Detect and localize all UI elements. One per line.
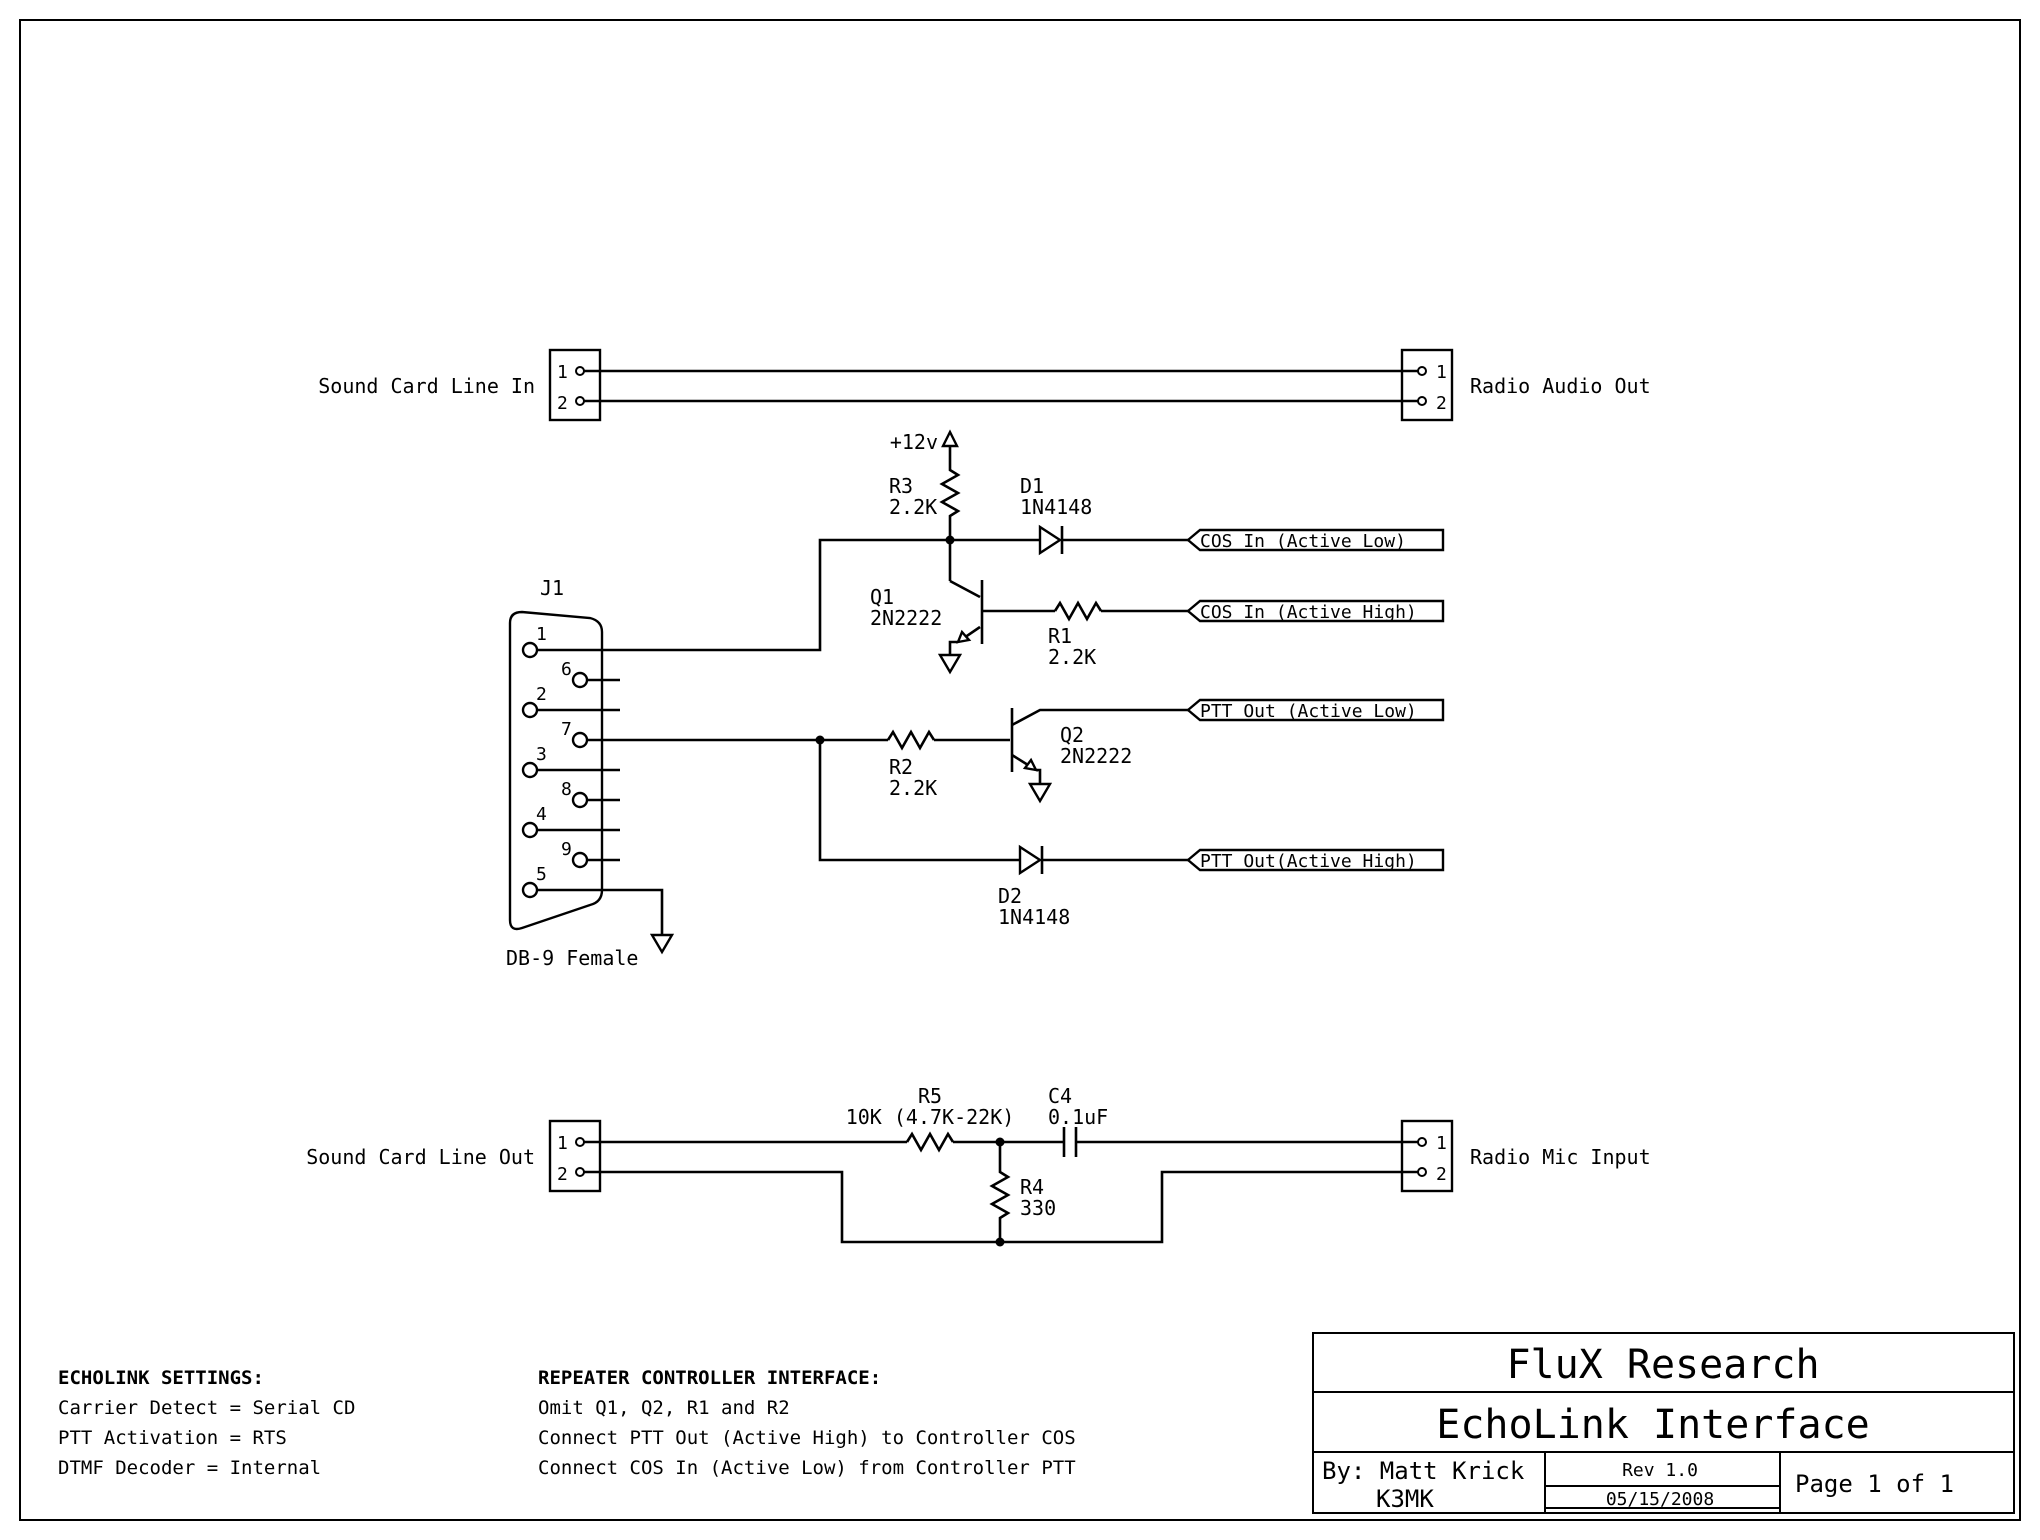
d2-diode-body bbox=[1018, 844, 1043, 876]
r2-ref: R2 bbox=[889, 755, 913, 779]
port-cos-low-label: COS In (Active Low) bbox=[1200, 531, 1406, 552]
audio-out-connector: 1 2 bbox=[1400, 348, 1454, 422]
repeater-line-3: Connect COS In (Active Low) from Control… bbox=[538, 1457, 1076, 1479]
audio-out-pin2-label: 2 bbox=[1436, 393, 1447, 414]
q2-emitter-arrow bbox=[1022, 757, 1039, 772]
port-cos-high: COS In (Active High) bbox=[1186, 599, 1445, 623]
c4-ref: C4 bbox=[1048, 1084, 1072, 1108]
db9-label: DB-9 Female bbox=[506, 946, 638, 970]
q2-value: 2N2222 bbox=[1060, 744, 1132, 768]
author: By: Matt Krick bbox=[1322, 1457, 1525, 1485]
q1-value: 2N2222 bbox=[870, 606, 942, 630]
db9-ref: J1 bbox=[540, 576, 564, 600]
r1-value: 2.2K bbox=[1048, 645, 1096, 669]
sheet-border bbox=[19, 19, 2021, 1521]
repeater-notes: REPEATER CONTROLLER INTERFACE: Omit Q1, … bbox=[538, 1367, 1076, 1479]
line-in-pin2-label: 2 bbox=[557, 393, 568, 414]
line-out-pin2-label: 2 bbox=[557, 1164, 568, 1185]
db9-leads bbox=[537, 648, 620, 892]
audio-out-pin1-label: 1 bbox=[1436, 362, 1447, 383]
line-in-connector: 1 2 bbox=[548, 348, 602, 422]
audio-out-label: Radio Audio Out bbox=[1470, 374, 1651, 398]
drawing-title: EchoLink Interface bbox=[1436, 1402, 1869, 1448]
r5-value: 10K (4.7K-22K) bbox=[846, 1105, 1015, 1129]
d1-diode-body bbox=[1038, 524, 1063, 556]
c4-value: 0.1uF bbox=[1048, 1105, 1108, 1129]
r3-value: 2.2K bbox=[889, 495, 937, 519]
port-cos-low: COS In (Active Low) bbox=[1186, 528, 1445, 552]
date: 05/15/2008 bbox=[1606, 1489, 1714, 1510]
echolink-settings-notes: ECHOLINK SETTINGS: Carrier Detect = Seri… bbox=[58, 1367, 355, 1479]
q2-emitter-wire bbox=[1036, 768, 1042, 784]
d1-ref: D1 bbox=[1020, 474, 1044, 498]
db9-pin2: 2 bbox=[536, 684, 547, 705]
q2-ref: Q2 bbox=[1060, 723, 1084, 747]
r3-resistor bbox=[939, 458, 961, 540]
revision: Rev 1.0 bbox=[1622, 1460, 1698, 1481]
echolink-heading: ECHOLINK SETTINGS: bbox=[58, 1367, 264, 1389]
mic-in-pin1-label: 1 bbox=[1436, 1133, 1447, 1154]
line-in-label: Sound Card Line In bbox=[318, 374, 535, 398]
port-ptt-low-label: PTT Out (Active Low) bbox=[1200, 701, 1417, 722]
q1-ref: Q1 bbox=[870, 585, 894, 609]
mic-in-label: Radio Mic Input bbox=[1470, 1145, 1651, 1169]
callsign: K3MK bbox=[1376, 1485, 1434, 1513]
d2-ref: D2 bbox=[998, 884, 1022, 908]
db9-pin9: 9 bbox=[561, 839, 572, 860]
echolink-line-3: DTMF Decoder = Internal bbox=[58, 1457, 321, 1479]
db9-pin6: 6 bbox=[561, 659, 572, 680]
q1-emitter-arrow bbox=[956, 629, 972, 644]
r3-ref: R3 bbox=[889, 474, 913, 498]
q2-collector-wire bbox=[1011, 708, 1188, 727]
q1-collector bbox=[949, 579, 981, 599]
mic-in-pin2-label: 2 bbox=[1436, 1164, 1447, 1185]
d2-lead-a bbox=[818, 740, 1020, 862]
d1-value: 1N4148 bbox=[1020, 495, 1092, 519]
company-name: FluX Research bbox=[1506, 1342, 1819, 1388]
ground-symbol-pin5 bbox=[649, 933, 675, 955]
r4-value: 330 bbox=[1020, 1196, 1056, 1220]
repeater-line-2: Connect PTT Out (Active High) to Control… bbox=[538, 1427, 1076, 1449]
mic-return-wire bbox=[584, 1170, 1418, 1244]
r1-resistor bbox=[1053, 600, 1103, 622]
repeater-line-1: Omit Q1, Q2, R1 and R2 bbox=[538, 1397, 790, 1419]
db9-pin7: 7 bbox=[561, 719, 572, 740]
db9-pin3: 3 bbox=[536, 744, 547, 765]
line-out-pin1-label: 1 bbox=[557, 1133, 568, 1154]
r4-ref: R4 bbox=[1020, 1175, 1044, 1199]
ground-symbol-q1 bbox=[937, 653, 963, 675]
db9-pin8: 8 bbox=[561, 779, 572, 800]
r1-ref: R1 bbox=[1048, 624, 1072, 648]
r2-resistor bbox=[886, 729, 936, 751]
line-out-label: Sound Card Line Out bbox=[306, 1145, 535, 1169]
r4-resistor bbox=[989, 1142, 1011, 1242]
d2-value: 1N4148 bbox=[998, 905, 1070, 929]
pin5-ground-wire bbox=[620, 888, 664, 935]
db9-pin4: 4 bbox=[536, 804, 547, 825]
db9-pin1: 1 bbox=[536, 624, 547, 645]
mic-in-connector: 1 2 bbox=[1400, 1119, 1454, 1193]
r5-resistor bbox=[905, 1131, 955, 1153]
port-ptt-high: PTT Out(Active High) bbox=[1186, 848, 1445, 872]
cd-wire bbox=[620, 538, 950, 652]
q1-emitter-wire bbox=[948, 640, 958, 655]
r5-ref: R5 bbox=[918, 1084, 942, 1108]
r2-value: 2.2K bbox=[889, 776, 937, 800]
line-in-pin1-label: 1 bbox=[557, 362, 568, 383]
ground-symbol-q2 bbox=[1027, 782, 1053, 804]
title-block: FluX Research EchoLink Interface By: Mat… bbox=[1312, 1332, 2015, 1514]
supply-label: +12v bbox=[890, 430, 938, 454]
port-ptt-high-label: PTT Out(Active High) bbox=[1200, 851, 1417, 872]
repeater-heading: REPEATER CONTROLLER INTERFACE: bbox=[538, 1367, 881, 1389]
page-number: Page 1 of 1 bbox=[1795, 1470, 1954, 1498]
echolink-line-2: PTT Activation = RTS bbox=[58, 1427, 287, 1449]
echolink-line-1: Carrier Detect = Serial CD bbox=[58, 1397, 355, 1419]
db9-pin5: 5 bbox=[536, 864, 547, 885]
supply-arrow-icon bbox=[941, 429, 959, 448]
port-ptt-low: PTT Out (Active Low) bbox=[1186, 698, 1445, 722]
port-cos-high-label: COS In (Active High) bbox=[1200, 602, 1417, 623]
line-out-connector: 1 2 bbox=[548, 1119, 602, 1193]
